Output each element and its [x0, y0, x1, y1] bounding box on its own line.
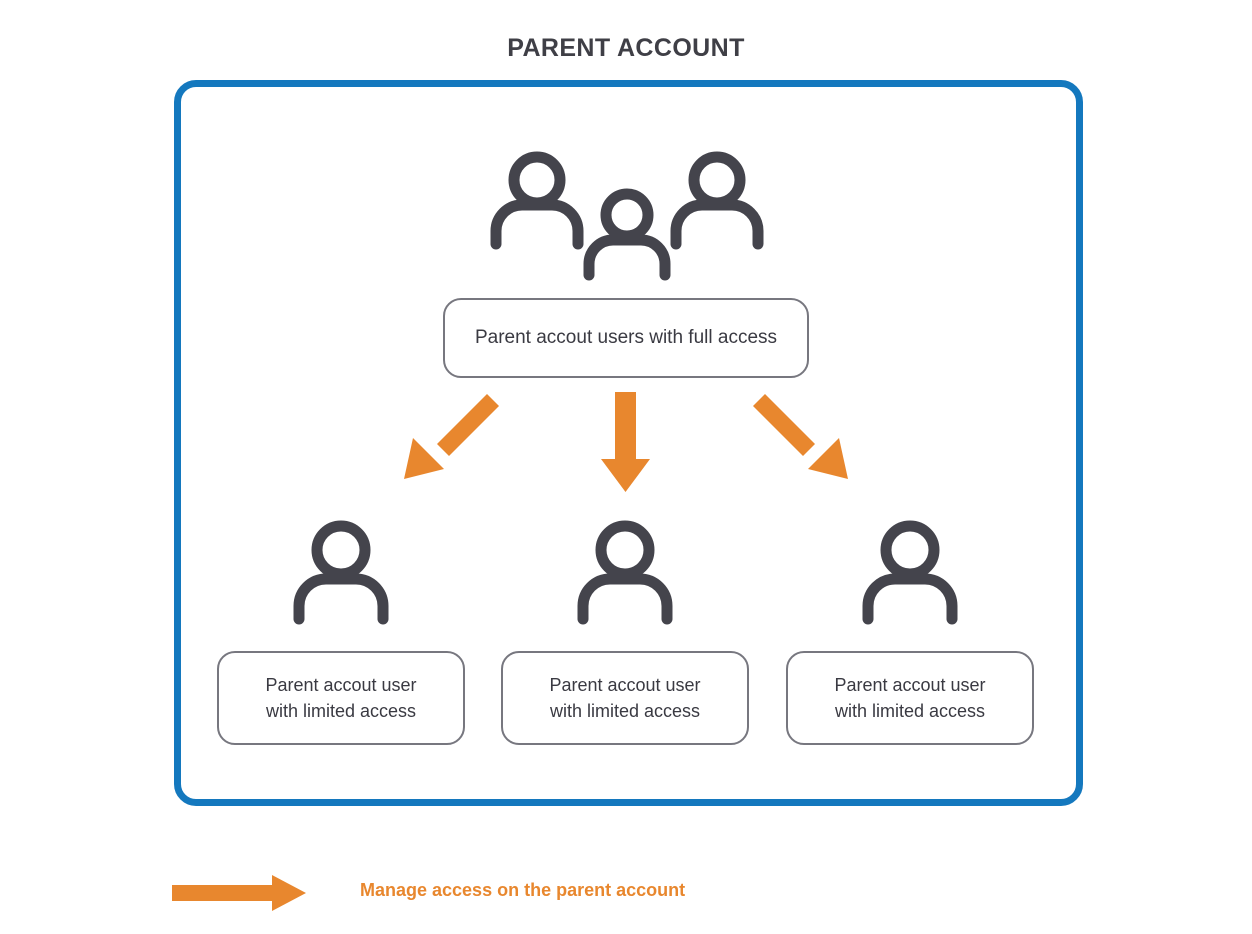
parent-full-access-text: Parent accout users with full access [474, 327, 778, 349]
limited-access-label: Parent accout user with limited access [786, 651, 1034, 745]
limited-access-line-1: Parent accout user [834, 674, 986, 695]
user-icon [289, 515, 393, 627]
limited-access-line-2: with limited access [549, 701, 701, 721]
limited-access-text: Parent accout user with limited access [549, 672, 700, 724]
legend-label: Manage access on the parent account [360, 880, 686, 900]
user-icon [858, 515, 962, 627]
user-icon [573, 515, 677, 627]
limited-access-line-1: Parent accout user [265, 674, 417, 695]
legend: Manage access on the parent account [172, 862, 872, 924]
limited-access-line-2: with limited access [834, 701, 986, 721]
limited-access-text: Parent accout user with limited access [265, 672, 416, 724]
limited-access-text: Parent accout user with limited access [834, 672, 985, 724]
limited-access-line-1: Parent accout user [549, 674, 701, 695]
parent-full-access-label: Parent accout users with full access [443, 298, 809, 378]
page-title: PARENT ACCOUNT [507, 34, 745, 62]
limited-access-line-2: with limited access [265, 701, 417, 721]
three-users-icon [482, 145, 772, 285]
limited-access-label: Parent accout user with limited access [217, 651, 465, 745]
arrow-right-icon [172, 875, 306, 911]
limited-access-label: Parent accout user with limited access [501, 651, 749, 745]
